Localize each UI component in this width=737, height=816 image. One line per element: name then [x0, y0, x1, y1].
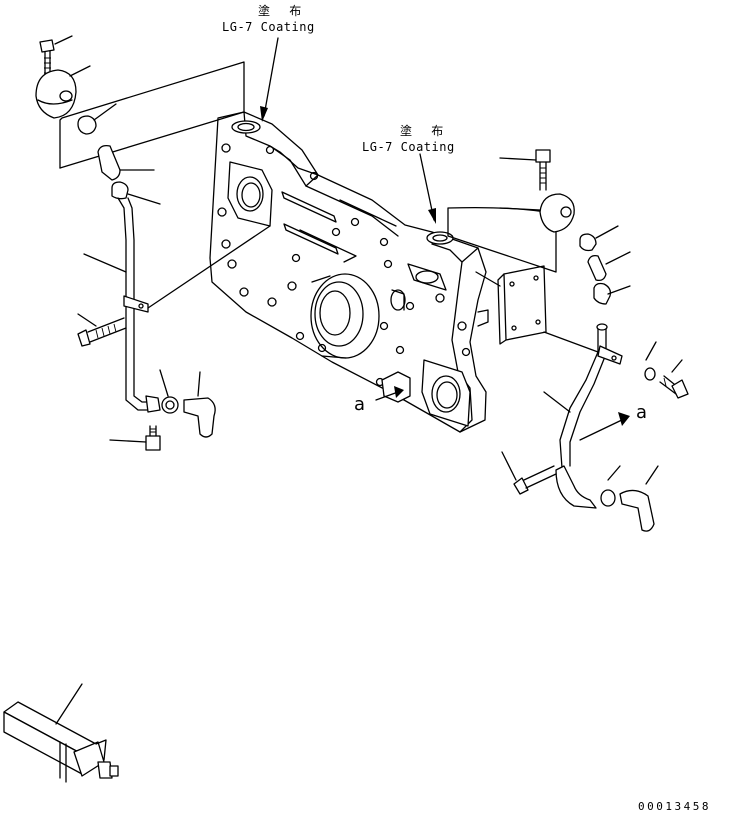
view-a-label-left: a: [354, 394, 366, 415]
coating-left-jp-label: 塗 布: [258, 4, 308, 18]
view-a-arrows: [375, 386, 630, 441]
right-breather-assembly: [447, 149, 689, 532]
left-breather-assembly: [35, 35, 271, 451]
view-a-label-right: a: [636, 402, 648, 423]
gear-case-cover: [209, 111, 489, 433]
coating-left-en-label: LG-7 Coating: [222, 20, 315, 34]
drawing-code: 00013458: [638, 800, 711, 813]
gasket-plate: [497, 265, 547, 345]
coating-arrows: [260, 37, 436, 224]
coating-right-jp-label: 塗 布: [400, 124, 450, 138]
inset-tool-detail: [3, 683, 119, 783]
coating-right-en-label: LG-7 Coating: [362, 140, 455, 154]
